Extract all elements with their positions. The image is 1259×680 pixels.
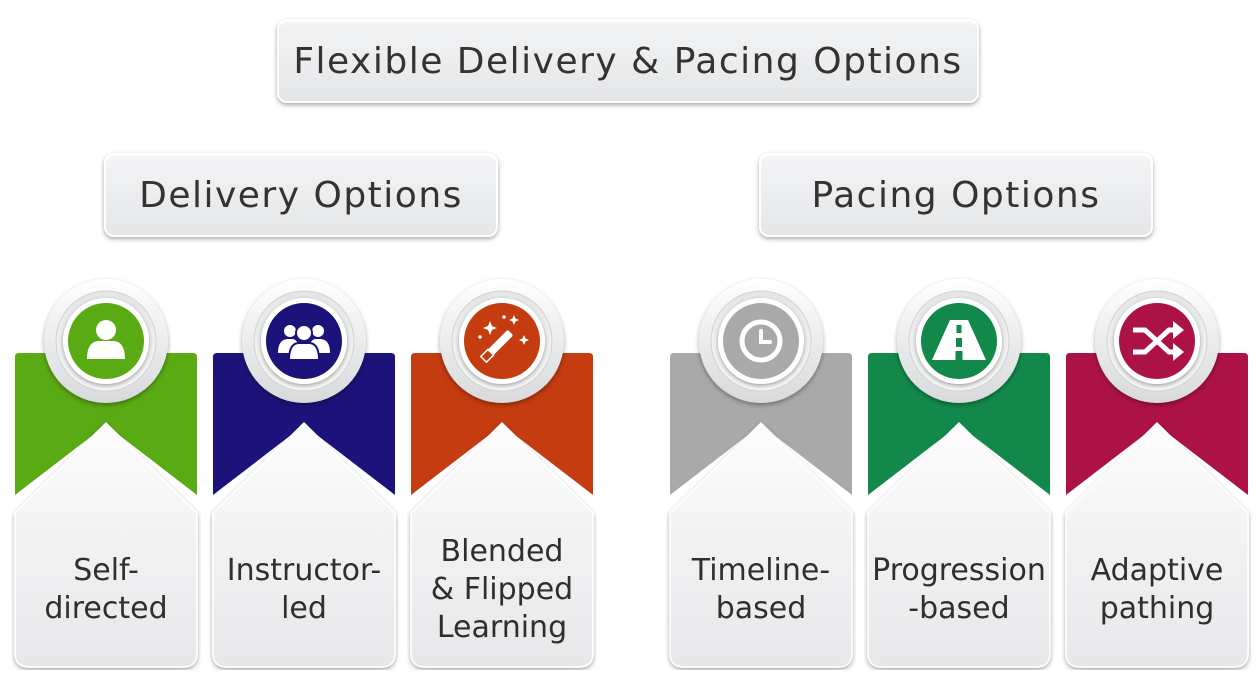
- option-label-line: Instructor-: [226, 553, 382, 588]
- option-label: Timeline-based: [666, 530, 856, 650]
- group-icon: [278, 324, 330, 361]
- option-label: Progression-based: [864, 530, 1054, 650]
- option-card: Timeline-based: [666, 275, 856, 670]
- shuffle-icon: [1133, 321, 1184, 361]
- delivery-options-title: Delivery Options: [104, 153, 498, 237]
- card-shape: [14, 279, 198, 668]
- option-label-line: Learning: [436, 610, 568, 645]
- option-label-line: directed: [44, 591, 168, 626]
- option-card: Instructor-led: [209, 275, 399, 670]
- option-label-line: & Flipped: [430, 572, 574, 607]
- option-label-line: Self-: [73, 553, 139, 588]
- card-shape: [410, 279, 594, 668]
- option-card: Progression-based: [864, 275, 1054, 670]
- option-label: Self-directed: [11, 530, 201, 650]
- option-label-line: Timeline-: [691, 553, 831, 588]
- option-card: Self-directed: [11, 275, 201, 670]
- option-label-line: Blended: [440, 534, 564, 569]
- option-label-line: pathing: [1099, 591, 1215, 626]
- person-icon: [87, 320, 125, 359]
- option-label-line: led: [281, 591, 327, 626]
- clock-icon: [739, 319, 783, 363]
- card-shape: [1065, 279, 1249, 668]
- main-title: Flexible Delivery & Pacing Options: [277, 19, 979, 103]
- option-label-line: -based: [908, 591, 1010, 626]
- option-label: Instructor-led: [209, 530, 399, 650]
- pacing-options-title: Pacing Options: [759, 153, 1153, 237]
- road-icon: [932, 320, 986, 360]
- option-label-line: Progression: [872, 553, 1046, 588]
- card-shape: [212, 279, 396, 668]
- card-shape: [867, 279, 1051, 668]
- magic-wand-icon: [478, 315, 529, 364]
- card-shape: [669, 279, 853, 668]
- option-label-line: Adaptive: [1090, 553, 1224, 588]
- option-label-line: based: [715, 591, 807, 626]
